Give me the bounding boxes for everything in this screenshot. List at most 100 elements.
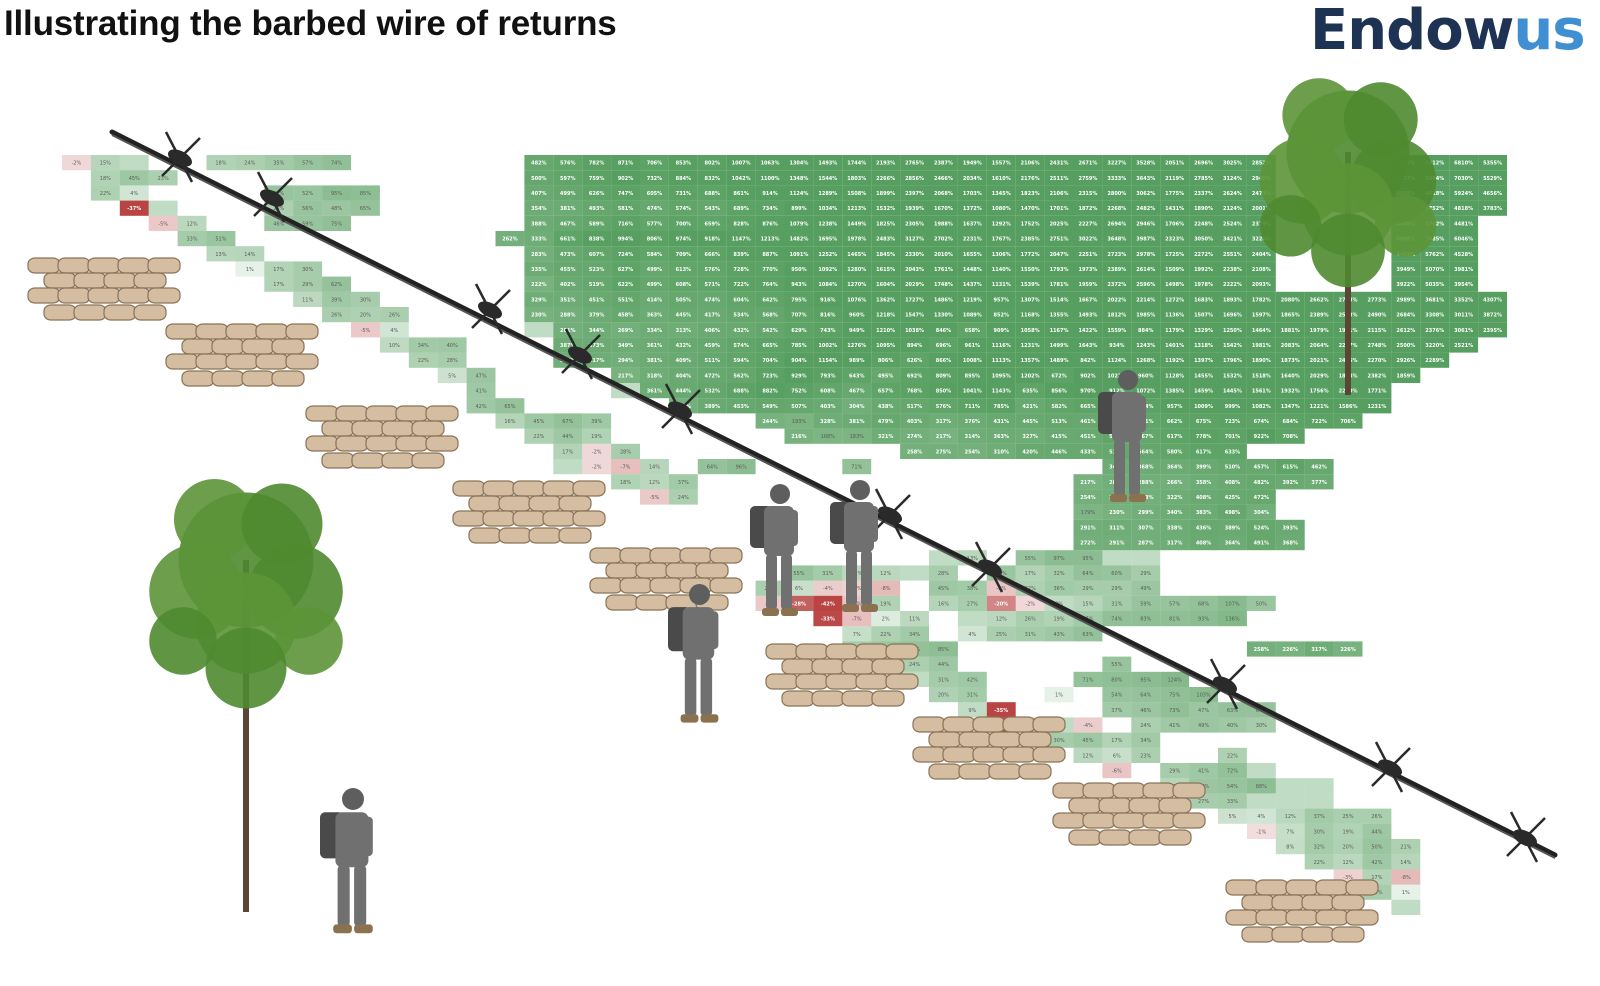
- heatmap-cell: [1160, 595, 1190, 611]
- heatmap-cell-label: 1179%: [1165, 328, 1184, 334]
- heatmap-cell-label: 2684%: [1396, 313, 1415, 319]
- heatmap-cell: [1044, 443, 1074, 459]
- heatmap-cell: [640, 367, 669, 383]
- heatmap-cell: [755, 276, 785, 292]
- heatmap-cell-label: 107%: [1225, 601, 1240, 607]
- heatmap-cell: [1102, 747, 1132, 763]
- heatmap-cell: [986, 322, 1016, 338]
- heatmap-cell-label: 542%: [762, 328, 777, 334]
- heatmap-cell-label: 96%: [736, 465, 747, 471]
- heatmap-cell-label: 704%: [762, 358, 777, 364]
- heatmap-cell-label: 2337%: [1194, 191, 1213, 197]
- heatmap-cell-label: 1979%: [1310, 328, 1329, 334]
- heatmap-cell: [582, 322, 612, 338]
- heatmap-cell-label: -2%: [72, 161, 82, 167]
- heatmap-cell: [957, 337, 987, 353]
- heatmap-cell: [640, 246, 669, 262]
- heatmap-cell: [1160, 398, 1190, 414]
- heatmap-cell: [668, 307, 698, 323]
- heatmap-cell: [871, 291, 901, 307]
- heatmap-cell-label: 1%: [246, 267, 254, 273]
- heatmap-cell-label: 2511%: [1050, 176, 1069, 182]
- heatmap-cell-label: 333%: [531, 237, 546, 243]
- heatmap-cell-label: 709%: [676, 252, 691, 258]
- heatmap-cell: [1218, 428, 1247, 444]
- heatmap-cell: [1189, 352, 1218, 368]
- heatmap-cell: [1073, 443, 1103, 459]
- heatmap-cell-label: 1881%: [1281, 328, 1300, 334]
- heatmap-cell-label: 2022%: [1107, 297, 1126, 303]
- heatmap-cell-label: 179%: [1081, 510, 1096, 516]
- heatmap-cell: [1160, 352, 1190, 368]
- heatmap-cell-label: 1557%: [992, 161, 1011, 167]
- heatmap-cell-label: 363%: [994, 434, 1009, 440]
- heatmap-cell-label: 317%: [936, 419, 951, 425]
- heatmap-cell: [1102, 170, 1132, 186]
- heatmap-cell: [1189, 367, 1218, 383]
- heatmap-cell: [640, 276, 669, 292]
- heatmap-cell: [1391, 367, 1421, 383]
- heatmap-cell-label: 582%: [1051, 404, 1066, 410]
- heatmap-cell-label: 288%: [560, 313, 575, 319]
- heatmap-cell: [1218, 611, 1247, 627]
- heatmap-cell-label: 499%: [647, 267, 662, 273]
- heatmap-cell-label: 581%: [618, 206, 633, 212]
- heatmap-cell: [842, 215, 872, 231]
- sandbag-wall-icon: [27, 257, 181, 321]
- heatmap-cell: [755, 185, 785, 201]
- heatmap-cell: [1102, 231, 1132, 247]
- heatmap-cell-label: 3227%: [1107, 161, 1126, 167]
- heatmap-cell-label: 24%: [273, 206, 284, 212]
- heatmap-cell-label: 1304%: [789, 161, 808, 167]
- heatmap-cell-label: 75%: [1169, 693, 1180, 699]
- heatmap-cell-label: 10%: [389, 343, 400, 349]
- heatmap-cell: [1420, 276, 1450, 292]
- heatmap-cell-label: 1509%: [1165, 267, 1184, 273]
- heatmap-cell: [553, 155, 583, 171]
- heatmap-cell: [1362, 854, 1392, 870]
- heatmap-cell: [1362, 398, 1392, 414]
- heatmap-cell: [264, 276, 294, 292]
- heatmap-cell-label: 230%: [1109, 510, 1124, 516]
- heatmap-cell-label: 5%: [1228, 814, 1236, 820]
- heatmap-cell: [1073, 337, 1103, 353]
- heatmap-cell: [842, 611, 872, 627]
- heatmap-cell-label: 1499%: [1050, 343, 1069, 349]
- heatmap-cell: [408, 337, 438, 353]
- heatmap-cell: [784, 246, 814, 262]
- heatmap-cell-label: 659%: [705, 221, 720, 227]
- heatmap-cell-label: 329%: [531, 297, 546, 303]
- heatmap-cell-label: 1812%: [1107, 313, 1126, 319]
- heatmap-cell-label: 2029%: [905, 282, 924, 288]
- heatmap-cell: [1160, 474, 1190, 490]
- heatmap-cell-label: 17%: [273, 282, 284, 288]
- heatmap-cell-label: 665%: [762, 343, 777, 349]
- heatmap-cell-label: 1507%: [1194, 313, 1213, 319]
- heatmap-cell: [784, 322, 814, 338]
- heatmap-cell: [62, 155, 91, 171]
- heatmap-cell: [1015, 261, 1045, 277]
- heatmap-cell-label: 49%: [1198, 723, 1209, 729]
- heatmap-cell: [668, 200, 698, 216]
- heatmap-cell: [1246, 489, 1276, 505]
- heatmap-cell: [1044, 595, 1074, 611]
- heatmap-cell-label: 2106%: [1050, 191, 1069, 197]
- heatmap-cell-label: 499%: [647, 282, 662, 288]
- heatmap-cell-label: 262%: [502, 237, 517, 243]
- heatmap-cell-label: 461%: [1080, 419, 1095, 425]
- heatmap-cell: [871, 307, 901, 323]
- heatmap-cell: [1189, 383, 1218, 399]
- heatmap-cell: [1102, 595, 1132, 611]
- heatmap-cell-label: 1825%: [876, 221, 895, 227]
- heatmap-cell-label: 764%: [762, 282, 777, 288]
- heatmap-cell-label: 1221%: [1310, 404, 1329, 410]
- heatmap-cell-label: 1422%: [1078, 328, 1097, 334]
- heatmap-cell: [1333, 808, 1363, 824]
- heatmap-cell: [697, 215, 727, 231]
- heatmap-cell-label: 272%: [1080, 541, 1095, 547]
- heatmap-cell-label: 5924%: [1454, 191, 1473, 197]
- heatmap-cell: [1189, 428, 1218, 444]
- heatmap-cell-label: 379%: [589, 313, 604, 319]
- heatmap-cell-label: 916%: [820, 297, 835, 303]
- heatmap-cell: [1449, 337, 1479, 353]
